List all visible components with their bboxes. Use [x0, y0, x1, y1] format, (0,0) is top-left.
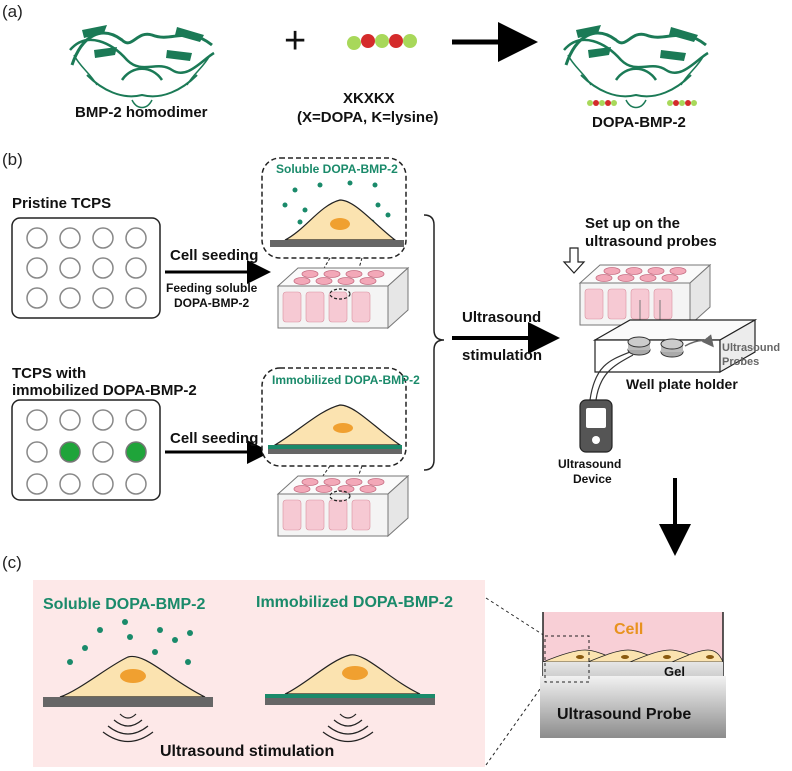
- dopa-bmp2-label: DOPA-BMP-2: [592, 114, 686, 131]
- bmp2-protein: [68, 23, 216, 109]
- peptide-label: XKXKX: [343, 90, 395, 107]
- plus-sign: +: [284, 20, 307, 62]
- panel-label-b: (b): [2, 150, 23, 169]
- immobilized-plate: [11, 399, 161, 501]
- ultrasound-probes: [627, 336, 684, 358]
- peptide-def-label: (X=DOPA, K=lysine): [297, 109, 439, 126]
- setup-label-2: ultrasound probes: [585, 233, 717, 250]
- device-label-2: Device: [573, 472, 612, 486]
- ultrasound-label: Ultrasound: [462, 309, 542, 326]
- dopa-bmp2-protein: [562, 23, 710, 109]
- cell-seeding-label-2: Cell seeding: [170, 430, 259, 447]
- gel-layer: [543, 662, 723, 676]
- device-label-1: Ultrasound: [558, 457, 622, 471]
- soluble-inset-label: Soluble DOPA-BMP-2: [276, 162, 398, 176]
- panel-label-c: (c): [2, 553, 22, 572]
- well-plate-holder: [592, 318, 758, 374]
- cell-label: Cell: [614, 621, 644, 638]
- tcps-immobilized-label: immobilized DOPA-BMP-2: [12, 382, 197, 399]
- down-arrow-icon: [562, 247, 586, 274]
- pristine-tcps-label: Pristine TCPS: [12, 195, 112, 212]
- peptide-beads: [347, 34, 417, 50]
- ultrasound-probe-label: Ultrasound Probe: [557, 706, 692, 723]
- pristine-plate: [11, 217, 161, 319]
- ultrasound-stimulation-c-label: Ultrasound stimulation: [160, 743, 335, 760]
- immobilized-c-label: Immobilized DOPA-BMP-2: [256, 594, 454, 611]
- wellplate-setup: [579, 264, 711, 326]
- feeding-label-2: DOPA-BMP-2: [174, 296, 250, 310]
- panel-label-a: (a): [2, 2, 23, 21]
- probes-label-2: Probes: [722, 356, 760, 368]
- ultrasound-probe: [540, 676, 726, 738]
- stimulation-label: stimulation: [462, 347, 543, 364]
- wellplate-immobilized: [277, 475, 409, 537]
- brace: [423, 214, 445, 471]
- bmp2-label: BMP-2 homodimer: [75, 104, 208, 121]
- tcps-with-label: TCPS with: [12, 365, 87, 382]
- holder-label: Well plate holder: [626, 376, 738, 392]
- setup-label-1: Set up on the: [585, 215, 680, 232]
- soluble-c-label: Soluble DOPA-BMP-2: [43, 596, 206, 613]
- gel-label: Gel: [664, 664, 685, 679]
- immobilized-inset-label: Immobilized DOPA-BMP-2: [272, 373, 420, 387]
- probes-label-1: Ultrasound: [722, 342, 781, 354]
- cell-seeding-label-1: Cell seeding: [170, 247, 259, 264]
- wellplate-soluble: [277, 267, 409, 329]
- feeding-label-1: Feeding soluble: [166, 281, 258, 295]
- zoom-box: [544, 635, 590, 683]
- dopa-tags: [587, 100, 697, 106]
